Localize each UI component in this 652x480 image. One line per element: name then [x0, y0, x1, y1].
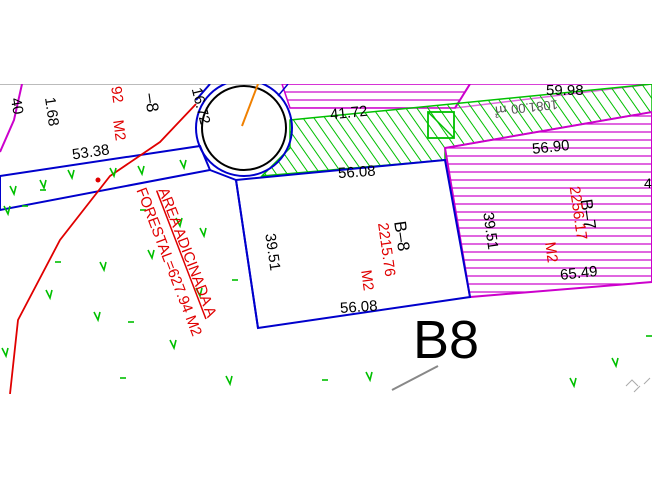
gray-markings — [625, 377, 651, 393]
gray-line — [391, 365, 439, 391]
left-lot-dim-c: 40 — [7, 96, 27, 115]
lot-b8-area-unit: M2 — [357, 269, 377, 292]
top-dim-label: 59.98 — [546, 82, 584, 99]
lot-b8-left-dim: 39.51 — [261, 232, 283, 272]
lot-b8-bottom-dim: 56.08 — [339, 297, 378, 317]
vegetation-markers — [1, 159, 652, 389]
cul-de-sac-outer — [195, 84, 293, 177]
lot-b8-name: B–8 — [390, 220, 413, 253]
edge-fragment-text: 45 — [644, 175, 652, 191]
left-lot-area-unit: M2 — [109, 119, 129, 142]
green-strip-dim-label: 41.72 — [329, 103, 368, 124]
lot-b7-left-dim: 39.51 — [479, 211, 501, 251]
lot-b7-top-dim: 56.90 — [531, 137, 570, 158]
lot-b7-area-unit: M2 — [541, 241, 561, 264]
green-square-marker — [427, 111, 455, 139]
cul-de-sac-inner — [201, 85, 287, 171]
left-magenta-boundary — [0, 84, 23, 153]
left-lot-dim-a: 53.38 — [71, 141, 111, 163]
lot-b7-name: B–7 — [576, 198, 599, 231]
left-lot-dim-d: 16.72 — [188, 86, 214, 127]
red-boundary-line — [9, 103, 197, 394]
green-strip-code-label: 1081.00 ㎡ — [494, 97, 559, 119]
left-lot-area-fragment: 92 — [107, 85, 126, 104]
lot-b7-bottom-dim: 65.49 — [559, 263, 598, 284]
left-lot-name: –8 — [141, 92, 162, 113]
cul-de-sac-radius-line — [241, 84, 259, 127]
left-lot-dim-b: 1.68 — [41, 96, 62, 127]
lot-b8-top-dim: 56.08 — [337, 163, 376, 183]
big-lot-label: B8 — [413, 310, 479, 370]
